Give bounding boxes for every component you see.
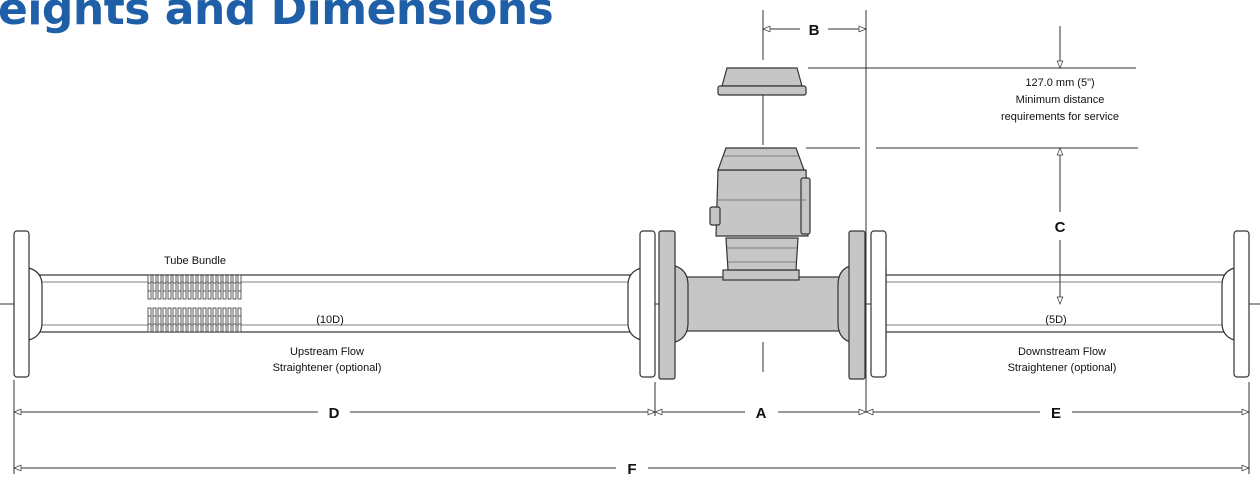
dimension-row-dae: D A E [13,380,1250,474]
service-cover-rim [717,85,807,96]
tube-bundle-slot [207,307,212,333]
tube-bundle-slot [197,274,202,300]
page-title: eights and Dimensions [0,0,554,35]
tube-bundle-slot [187,274,192,300]
tube-bundle-slot [237,307,242,333]
tube-bundle-slot [177,307,182,333]
tube-bundle-slot [192,307,197,333]
tube-bundle-slot [167,307,172,333]
tube-bundle-slot [162,274,167,300]
tube-bundle-slot [182,307,187,333]
dim-label-a: A [756,405,767,422]
tube-bundle-slot [172,274,177,300]
downstream-pipe [879,274,1231,333]
meter-right-flange [848,230,866,380]
dim-label-e: E [1051,405,1061,422]
tube-bundle-slot [187,307,192,333]
tube-bundle-slot [147,274,152,300]
dimension-f: F [13,461,1250,478]
housing-right-boss [800,177,811,235]
tube-bundle-slot [197,307,202,333]
tube-bundle-label: Tube Bundle [164,255,226,267]
upstream-right-flange [639,230,656,378]
service-distance-label: 127.0 mm (5") [1025,77,1094,89]
flowmeter [658,67,866,380]
tube-bundle-slot [222,307,227,333]
tube-bundle-slot [162,307,167,333]
tube-bundle-slot [227,307,232,333]
service-cover [721,67,803,87]
downstream-right-flange [1233,230,1250,378]
tube-bundle-slot [147,307,152,333]
upstream-straightener: Tube Bundle [13,230,656,378]
meter-right-hub [837,265,851,343]
service-line3-label: requirements for service [1001,111,1119,123]
tube-bundle-slot [182,274,187,300]
tube-bundle-slot [152,307,157,333]
upstream-pipe [39,274,631,333]
tube-bundle-slot [227,274,232,300]
tube-bundle-slot [222,274,227,300]
downstream-right-flange-hub [1221,267,1235,341]
tube-bundle-slot [217,274,222,300]
tube-bundle-slot [212,307,217,333]
tube-bundle-slot [202,307,207,333]
transmitter-neck [725,237,799,271]
downstream-line1-label: Downstream Flow [1018,346,1106,358]
dimension-b: B [762,10,867,412]
meter-left-flange [658,230,676,380]
tube-bundle-slot [167,274,172,300]
upstream-line1-label: Upstream Flow [290,346,364,358]
dim-label-f: F [627,461,636,478]
tube-bundle-slot [202,274,207,300]
downstream-straightener [870,230,1250,378]
dimension-service: 127.0 mm (5") Minimum distance requireme… [806,26,1138,149]
upstream-right-flange-hub [627,267,642,341]
meter-left-hub [674,265,689,343]
service-line2-label: Minimum distance [1016,94,1105,106]
tube-bundle-slot [172,307,177,333]
transmitter-housing [715,169,809,237]
upstream-line2-label: Straightener (optional) [273,362,382,374]
tube-bundle-slot [232,274,237,300]
downstream-diameters-label: (5D) [1045,314,1066,326]
tube-bundle-slot [177,274,182,300]
tube-bundle-slot [217,307,222,333]
dim-label-b: B [809,22,820,39]
downstream-line2-label: Straightener (optional) [1008,362,1117,374]
dim-label-d: D [329,405,340,422]
tube-bundle [147,274,242,333]
dimension-c: C [1055,147,1066,305]
tube-bundle-slot [157,274,162,300]
tube-bundle-slot [237,274,242,300]
tube-bundle-slot [152,274,157,300]
meter-body-pipe [683,276,845,332]
tube-bundle-slot [192,274,197,300]
downstream-left-flange [870,230,887,378]
upstream-left-flange [13,230,30,378]
transmitter-cap [717,147,805,171]
tube-bundle-slot [212,274,217,300]
upstream-left-flange-hub [28,267,43,341]
transmitter-base [722,269,800,281]
tube-bundle-slot [157,307,162,333]
tube-bundle-slot [207,274,212,300]
housing-left-boss [709,206,721,226]
upstream-diameters-label: (10D) [316,314,344,326]
tube-bundle-slot [232,307,237,333]
dim-label-c: C [1055,219,1066,236]
